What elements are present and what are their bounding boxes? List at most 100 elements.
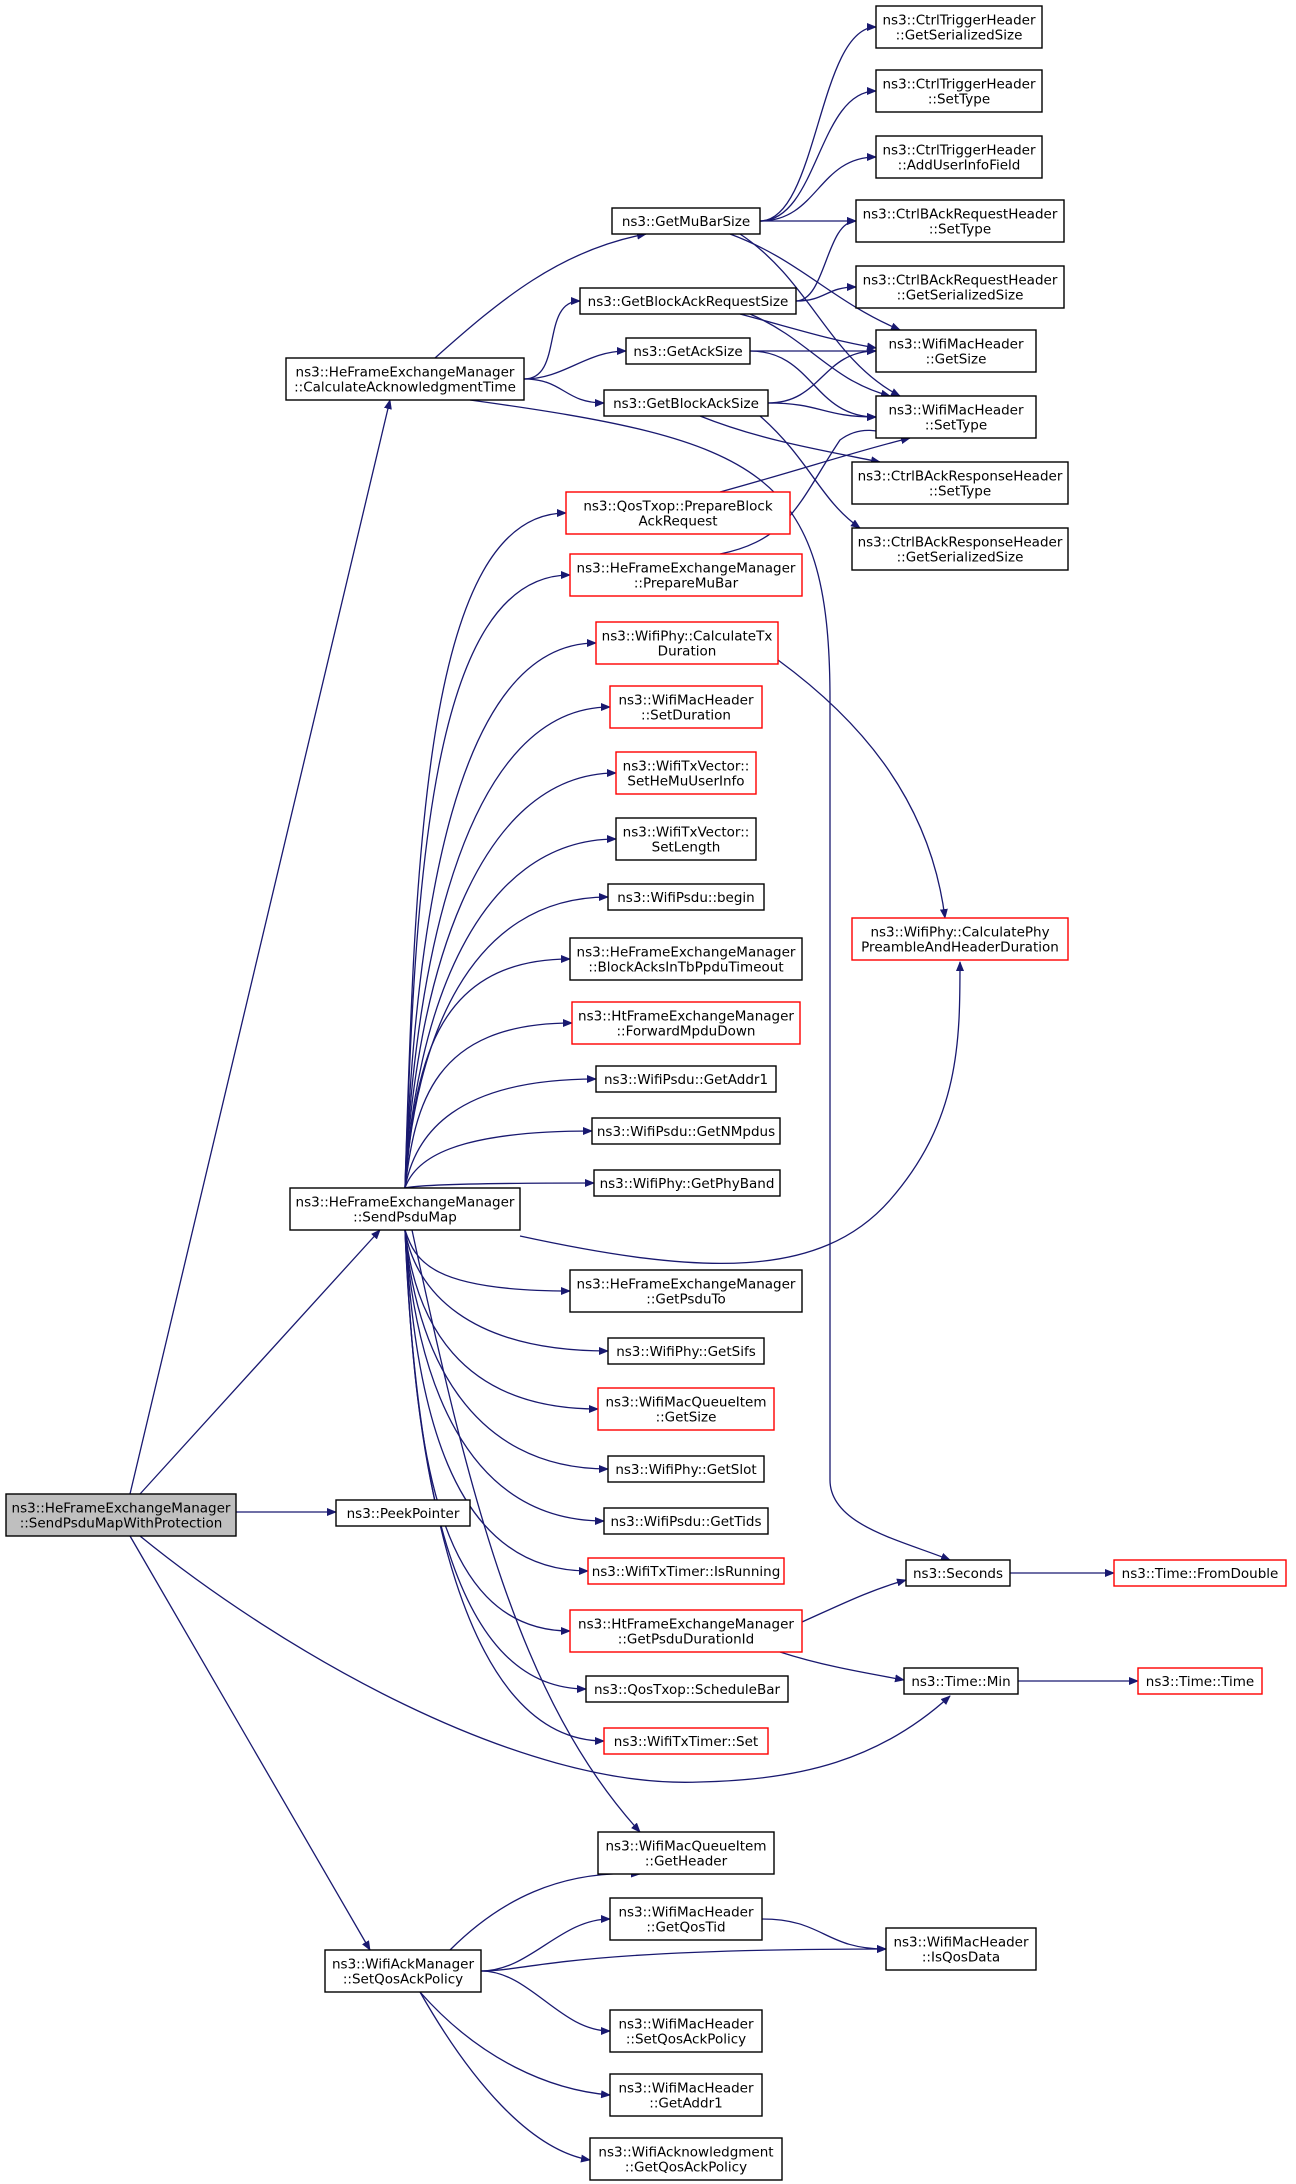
node-n42[interactable]: ns3::Time::FromDouble: [1113, 1559, 1287, 1587]
node-n32[interactable]: ns3::WifiPhy::CalculatePhyPreambleAndHea…: [851, 917, 1069, 961]
edge-n4-n46: [480, 1945, 887, 1972]
node-box: [875, 395, 1037, 439]
edge-n7-n17: [749, 313, 891, 398]
node-label: ns3::PeekPointer: [347, 1506, 460, 1522]
node-n36[interactable]: ns3::WifiPhy::GetSlot: [607, 1455, 765, 1483]
node-box: [585, 1675, 789, 1703]
node-label: ::IsQosData: [922, 1950, 1000, 1966]
node-n39[interactable]: ns3::HtFrameExchangeManager::GetPsduDura…: [569, 1609, 803, 1653]
edge-n7-n14: [795, 217, 857, 302]
edge-n4-n47: [480, 1970, 611, 2035]
edge-n2-n35: [404, 1229, 599, 1413]
node-n49[interactable]: ns3::WifiAcknowledgment::GetQosAckPolicy: [589, 2137, 783, 2181]
node-n15[interactable]: ns3::CtrlBAckRequestHeader::GetSerialize…: [855, 265, 1065, 309]
node-label: ns3::WifiPhy::GetSifs: [616, 1344, 756, 1360]
node-box: [855, 199, 1065, 243]
node-n19[interactable]: ns3::CtrlBAckResponseHeader::GetSerializ…: [851, 527, 1069, 571]
node-label: ns3::WifiTxVector::: [623, 825, 750, 841]
node-box: [611, 207, 761, 235]
edge-n0-n4: [129, 1535, 371, 1951]
node-box: [905, 1559, 1011, 1587]
node-label: ns3::HeFrameExchangeManager: [577, 1277, 796, 1293]
node-n16[interactable]: ns3::WifiMacHeader::GetSize: [875, 329, 1037, 373]
node-n23[interactable]: ns3::WifiMacHeader::SetDuration: [609, 685, 763, 729]
node-n45[interactable]: ns3::WifiMacHeader::GetQosTid: [609, 1897, 763, 1941]
node-label: ns3::WifiPhy::GetPhyBand: [600, 1176, 775, 1192]
node-label: ::SetQosAckPolicy: [343, 1972, 463, 1988]
edge-n2-n37: [404, 1229, 605, 1525]
node-n27[interactable]: ns3::HeFrameExchangeManager::BlockAcksIn…: [569, 937, 803, 981]
edge-n0-n1: [129, 399, 392, 1495]
node-label: ::GetSize: [926, 352, 987, 368]
node-n13[interactable]: ns3::CtrlTriggerHeader::AddUserInfoField: [875, 135, 1043, 179]
node-label: ns3::GetMuBarSize: [622, 214, 750, 230]
node-n48[interactable]: ns3::WifiMacHeader::GetAddr1: [609, 2073, 763, 2117]
node-n8[interactable]: ns3::GetAckSize: [625, 337, 751, 365]
edge-n2-n41: [404, 1229, 605, 1745]
node-n25[interactable]: ns3::WifiTxVector::SetLength: [615, 817, 757, 861]
node-n31[interactable]: ns3::WifiPhy::GetPhyBand: [593, 1169, 781, 1197]
node-n38[interactable]: ns3::WifiTxTimer::IsRunning: [587, 1557, 785, 1585]
node-label: SetHeMuUserInfo: [627, 774, 744, 790]
node-label: ::GetSerializedSize: [897, 288, 1024, 304]
node-box: [851, 917, 1069, 961]
node-n12[interactable]: ns3::CtrlTriggerHeader::SetType: [875, 69, 1043, 113]
edge-n2-n28: [404, 1019, 573, 1189]
node-n7[interactable]: ns3::GetBlockAckRequestSize: [579, 287, 797, 315]
node-n37[interactable]: ns3::WifiPsdu::GetTids: [603, 1507, 769, 1535]
node-n4[interactable]: ns3::WifiAckManager::SetQosAckPolicy: [324, 1949, 482, 1993]
node-box: [569, 1609, 803, 1653]
node-box: [1113, 1559, 1287, 1587]
node-label: AckRequest: [638, 514, 717, 530]
node-n14[interactable]: ns3::CtrlBAckRequestHeader::SetType: [855, 199, 1065, 243]
edge-n2-n20: [404, 509, 567, 1189]
node-n26[interactable]: ns3::WifiPsdu::begin: [607, 883, 765, 911]
node-label: SetLength: [652, 840, 721, 856]
node-n29[interactable]: ns3::WifiPsdu::GetAddr1: [595, 1065, 777, 1093]
node-box: [851, 527, 1069, 571]
node-n40[interactable]: ns3::QosTxop::ScheduleBar: [585, 1675, 789, 1703]
node-label: ns3::WifiMacHeader: [618, 1905, 754, 1921]
node-n10[interactable]: ns3::Seconds: [905, 1559, 1011, 1587]
node-n6[interactable]: ns3::GetMuBarSize: [611, 207, 761, 235]
edge-n4-n49: [419, 1991, 591, 2163]
node-label: ::SetType: [929, 484, 991, 500]
node-n47[interactable]: ns3::WifiMacHeader::SetQosAckPolicy: [609, 2009, 763, 2053]
node-n0[interactable]: ns3::HeFrameExchangeManager::SendPsduMap…: [5, 1493, 237, 1537]
node-n2[interactable]: ns3::HeFrameExchangeManager::SendPsduMap: [289, 1187, 521, 1231]
node-n1[interactable]: ns3::HeFrameExchangeManager::CalculateAc…: [285, 357, 525, 401]
node-n30[interactable]: ns3::WifiPsdu::GetNMpdus: [591, 1117, 781, 1145]
node-n24[interactable]: ns3::WifiTxVector::SetHeMuUserInfo: [615, 751, 757, 795]
node-n44[interactable]: ns3::WifiMacQueueItem::GetHeader: [597, 1831, 775, 1875]
node-n28[interactable]: ns3::HtFrameExchangeManager::ForwardMpdu…: [571, 1001, 801, 1045]
node-box: [324, 1949, 482, 1993]
edge-n2-n31: [404, 1179, 595, 1189]
node-n46[interactable]: ns3::WifiMacHeader::IsQosData: [885, 1927, 1037, 1971]
edge-n6-n12: [759, 87, 877, 222]
node-n21[interactable]: ns3::HeFrameExchangeManager::PrepareMuBa…: [569, 553, 803, 597]
node-n18[interactable]: ns3::CtrlBAckResponseHeader::SetType: [851, 461, 1069, 505]
node-n3[interactable]: ns3::PeekPointer: [335, 1499, 471, 1527]
node-label: ns3::WifiAckManager: [332, 1957, 474, 1973]
node-label: ::GetSerializedSize: [897, 550, 1024, 566]
node-n5[interactable]: ns3::Time::Min: [903, 1667, 1019, 1695]
node-n43[interactable]: ns3::Time::Time: [1137, 1667, 1263, 1695]
node-n11[interactable]: ns3::CtrlTriggerHeader::GetSerializedSiz…: [875, 5, 1043, 49]
node-n33[interactable]: ns3::HeFrameExchangeManager::GetPsduTo: [569, 1269, 803, 1313]
node-n17[interactable]: ns3::WifiMacHeader::SetType: [875, 395, 1037, 439]
node-box: [875, 329, 1037, 373]
edge-n2-n27: [404, 955, 571, 1189]
edges-layer: [129, 23, 1139, 2163]
edge-n45-n46: [761, 1918, 887, 1953]
node-n35[interactable]: ns3::WifiMacQueueItem::GetSize: [597, 1387, 775, 1431]
node-n41[interactable]: ns3::WifiTxTimer::Set: [603, 1727, 769, 1755]
node-n9[interactable]: ns3::GetBlockAckSize: [603, 389, 769, 417]
node-label: ns3::WifiPsdu::GetAddr1: [604, 1072, 768, 1088]
node-label: ns3::GetBlockAckSize: [613, 396, 759, 412]
node-label: ns3::CtrlBAckResponseHeader: [858, 469, 1063, 485]
edge-n2-n23: [404, 703, 611, 1189]
node-n34[interactable]: ns3::WifiPhy::GetSifs: [607, 1337, 765, 1365]
node-label: ::AddUserInfoField: [898, 158, 1021, 174]
